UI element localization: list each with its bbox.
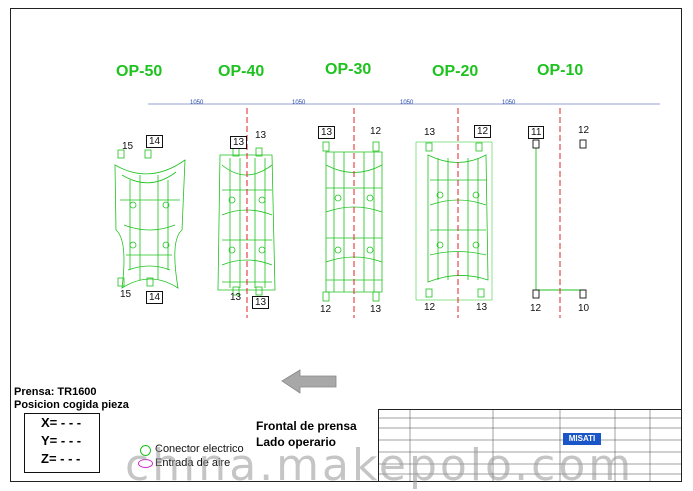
watermark: china.makepolo.com [125, 440, 635, 491]
title-block [378, 409, 682, 482]
press-info: Prensa: TR1600 Posicion cogida pieza [14, 386, 129, 412]
x-coordinate: X= - - - [41, 415, 82, 430]
station-label: 15 [122, 141, 134, 152]
op-title-30: OP-30 [325, 61, 372, 78]
station-label: 14 [146, 135, 164, 148]
op30-part [322, 141, 383, 302]
dimension-label: 1050 [292, 100, 306, 106]
op20-part [415, 141, 493, 301]
station-label: 13 [252, 296, 270, 309]
station-label: 13 [424, 127, 436, 138]
direction-arrow-icon [281, 369, 337, 394]
station-label: 13 [255, 130, 267, 141]
drawing-frame [10, 8, 682, 482]
air-inlet-legend-icon [138, 459, 153, 468]
company-logo: MISATI [563, 433, 601, 445]
station-label: 12 [370, 126, 382, 137]
connector-legend-icon [140, 445, 151, 456]
station-label: 13 [230, 136, 248, 149]
op-title-10: OP-10 [537, 62, 584, 79]
station-label: 13 [370, 304, 382, 315]
press-front-note: Frontal de prensa Lado operario [256, 418, 357, 450]
legend-connector: Conector electrico [155, 443, 244, 455]
station-label: 12 [320, 304, 332, 315]
station-label: 14 [146, 291, 164, 304]
dimension-label: 1050 [400, 100, 414, 106]
frontal-line1: Frontal de prensa [256, 419, 357, 433]
station-label: 10 [578, 303, 590, 314]
station-label: 13 [230, 292, 242, 303]
press-model: Prensa: TR1600 [14, 386, 97, 398]
op-title-50: OP-50 [116, 63, 163, 80]
op10-part [532, 139, 587, 299]
op50-part [114, 149, 186, 289]
station-label: 12 [474, 125, 492, 138]
dimension-label: 1050 [190, 100, 204, 106]
station-label: 12 [424, 302, 436, 313]
station-label: 11 [528, 126, 545, 139]
frontal-line2: Lado operario [256, 435, 337, 449]
station-label: 13 [476, 302, 488, 313]
title-block-grid [378, 409, 682, 482]
station-label: 12 [530, 303, 542, 314]
z-coordinate: Z= - - - [41, 451, 81, 466]
station-label: 15 [120, 289, 132, 300]
dimension-label: 1050 [502, 100, 516, 106]
op-title-40: OP-40 [218, 63, 265, 80]
op-title-20: OP-20 [432, 63, 479, 80]
y-coordinate: Y= - - - [41, 433, 82, 448]
legend-air-inlet: Entrada de aire [155, 457, 231, 469]
station-label: 13 [318, 126, 336, 139]
xyz-coordinates-box: X= - - - Y= - - - Z= - - - [24, 413, 100, 473]
station-label: 12 [578, 125, 590, 136]
press-position: Posicion cogida pieza [14, 399, 129, 411]
